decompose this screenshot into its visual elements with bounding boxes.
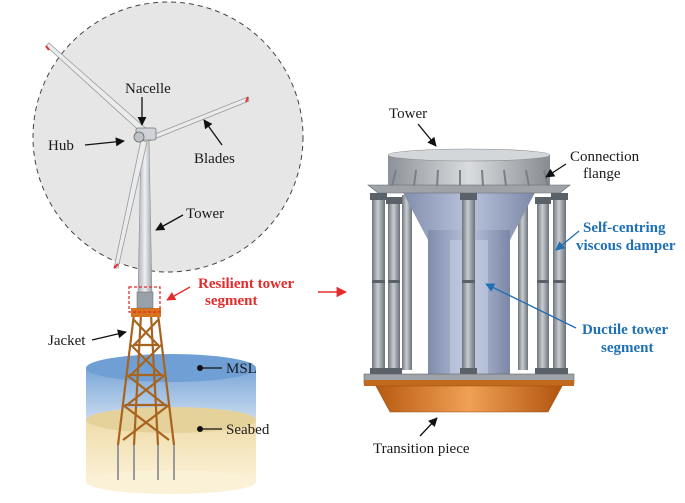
- connection-flange-label-2: flange: [583, 166, 621, 182]
- jacket-label: Jacket: [48, 333, 86, 349]
- connection-flange-label-1: Connection: [570, 149, 640, 165]
- msl-label: MSL: [226, 361, 257, 377]
- hub-label: Hub: [48, 138, 74, 154]
- tower-left-label: Tower: [186, 206, 224, 222]
- tower-right-label: Tower: [389, 106, 427, 122]
- self-centring-dampers: [370, 193, 568, 375]
- hub: [133, 131, 145, 143]
- damper-label-1: Self-centring: [583, 220, 666, 236]
- seabed-label: Seabed: [226, 422, 270, 438]
- seabed-soil: [86, 407, 256, 494]
- blades-label: Blades: [194, 151, 235, 167]
- upper-tower: [387, 148, 551, 185]
- flange-stiffeners: [391, 169, 549, 187]
- rotor-swept-area: [32, 1, 304, 273]
- ductile-label-2: segment: [601, 340, 654, 356]
- resilient-segment-highlight: [128, 286, 161, 313]
- resilient-segment-label-2: segment: [205, 293, 258, 309]
- resilient-segment-label-1: Resilient tower: [198, 276, 295, 292]
- resilient-segment-small: [136, 291, 154, 309]
- turbine-blades: [45, 42, 250, 269]
- damper-label-2: viscous damper: [576, 238, 676, 254]
- nacelle-label: Nacelle: [125, 81, 171, 97]
- transition-piece-label: Transition piece: [373, 441, 470, 457]
- ductile-label-1: Ductile tower: [582, 322, 669, 338]
- back-dampers: [402, 195, 528, 370]
- jacket-piles: [117, 445, 175, 480]
- jacket-structure: [116, 313, 176, 446]
- connection-flange: [367, 184, 571, 194]
- transition-piece: [375, 385, 563, 413]
